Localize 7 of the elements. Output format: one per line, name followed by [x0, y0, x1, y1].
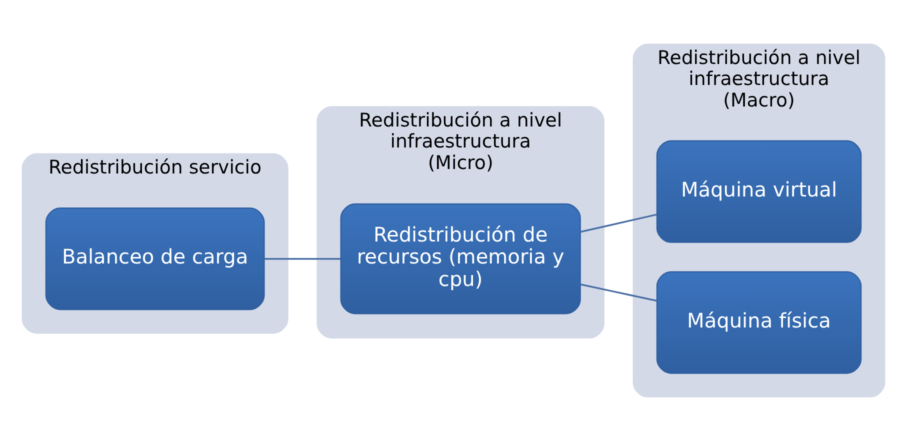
connector [580, 283, 657, 302]
connector [264, 257, 340, 260]
node-box: Balanceo de carga [45, 207, 265, 310]
node-box: Redistribución de recursos (memoria y cpu) [340, 202, 581, 314]
node-box: Máquina física [656, 270, 862, 374]
node-box: Máquina virtual [656, 140, 862, 242]
connector [580, 213, 657, 232]
